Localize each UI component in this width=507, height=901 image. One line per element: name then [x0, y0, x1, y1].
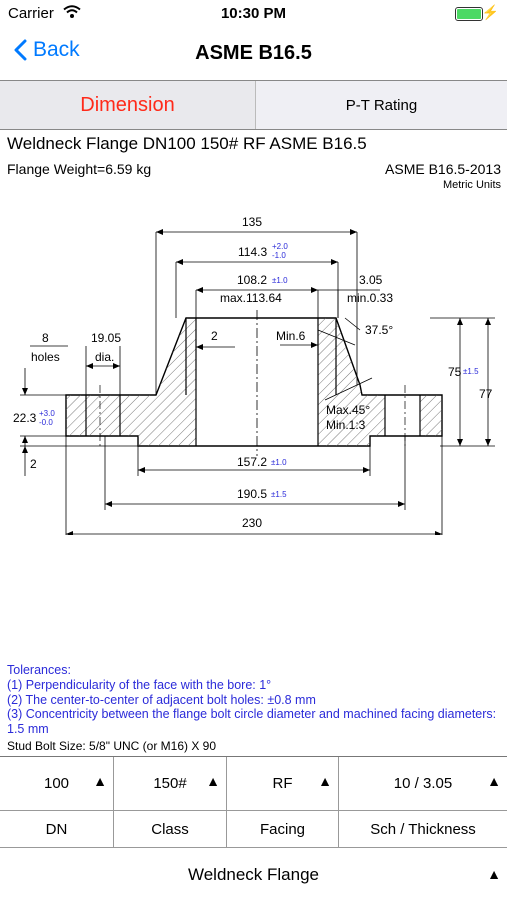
- triangle-up-icon: ▲: [487, 866, 501, 882]
- dim-min033: min.0.33: [347, 291, 393, 305]
- dim-holes-label: holes: [31, 350, 60, 364]
- flange-type-picker[interactable]: Weldneck Flange ▲: [0, 848, 507, 901]
- page-title: ASME B16.5: [195, 42, 312, 64]
- dim-305: 3.05: [359, 273, 383, 287]
- sch-value: 10 / 3.05: [393, 775, 453, 792]
- battery-icon: [455, 7, 483, 21]
- carrier-label: Carrier: [8, 5, 54, 22]
- dim-114-tol-plus: +2.0: [272, 242, 288, 251]
- hatch-left: [86, 318, 196, 446]
- facing-picker[interactable]: RF ▲: [227, 757, 339, 811]
- back-button[interactable]: Back: [14, 38, 80, 62]
- wifi-icon: [63, 5, 81, 23]
- class-label: Class: [114, 811, 227, 848]
- facing-value: RF: [272, 775, 293, 792]
- class-picker[interactable]: 150# ▲: [114, 757, 227, 811]
- dim-1572-tol: ±1.0: [271, 458, 287, 467]
- dim-230: 230: [242, 516, 262, 530]
- stud-bolt-size: Stud Bolt Size: 5/8" UNC (or M16) X 90: [7, 739, 217, 753]
- navigation-bar: Back ASME B16.5: [0, 28, 507, 80]
- charging-icon: ⚡: [481, 4, 499, 20]
- dim-holes-count: 8: [42, 331, 49, 345]
- chevron-left-icon: [14, 39, 27, 61]
- dim-114-tol-minus: -1.0: [272, 251, 286, 260]
- dim-angle-375: 37.5°: [365, 323, 393, 337]
- tolerance-3: (3) Concentricity between the flange bol…: [7, 707, 497, 737]
- flange-drawing: 135 114.3 +2.0 -1.0 108.2 ±1.0 max.113.6…: [13, 215, 495, 535]
- dim-min6: Min.6: [276, 329, 306, 343]
- dim-114: 114.3: [238, 245, 267, 259]
- dim-max113: max.113.64: [220, 291, 282, 305]
- triangle-up-icon: ▲: [487, 773, 501, 789]
- tolerances-block: Tolerances: (1) Perpendicularity of the …: [7, 663, 497, 737]
- dim-1905b-tol: ±1.5: [271, 490, 287, 499]
- dn-value: 100: [43, 775, 70, 792]
- triangle-up-icon: ▲: [206, 773, 220, 789]
- dim-max45: Max.45°: [326, 403, 370, 417]
- flange-title: Weldneck Flange DN100 150# RF ASME B16.5: [7, 134, 367, 153]
- sch-label: Sch / Thickness: [339, 811, 507, 848]
- tolerances-heading: Tolerances:: [7, 663, 71, 677]
- units-label: Metric Units: [442, 179, 501, 191]
- dim-77: 77: [479, 387, 493, 401]
- tolerance-2: (2) The center-to-center of adjacent bol…: [7, 692, 316, 707]
- dim-135: 135: [242, 215, 262, 229]
- dim-223-tol-minus: -0.0: [39, 418, 53, 427]
- dim-2b: 2: [30, 457, 37, 471]
- dim-1905b: 190.5: [237, 487, 267, 501]
- dim-108: 108.2: [237, 273, 267, 287]
- flange-type-value: Weldneck Flange: [187, 864, 320, 884]
- facing-label: Facing: [227, 811, 339, 848]
- flange-weight: Flange Weight=6.59 kg: [7, 161, 152, 177]
- dim-108-tol: ±1.0: [272, 276, 288, 285]
- hatch-flange-right: [420, 395, 442, 436]
- clock: 10:30 PM: [220, 5, 287, 22]
- hatch-flange-left: [66, 395, 86, 436]
- class-value: 150#: [153, 775, 187, 792]
- hatch-right: [318, 318, 385, 446]
- standard-label: ASME B16.5-2013: [385, 161, 501, 177]
- triangle-up-icon: ▲: [318, 773, 332, 789]
- selector-panel: 100 ▲ 150# ▲ RF ▲ 10 / 3.05 ▲ DN Class F…: [0, 756, 507, 901]
- dim-min13: Min.1:3: [326, 418, 366, 432]
- segmented-control: Dimension P-T Rating: [0, 80, 507, 130]
- dim-223-tol-plus: +3.0: [39, 409, 55, 418]
- tab-pt-rating[interactable]: P-T Rating: [345, 96, 418, 114]
- dn-picker[interactable]: 100 ▲: [0, 757, 114, 811]
- dim-75-tol: ±1.5: [463, 367, 479, 376]
- dim-2a: 2: [211, 329, 218, 343]
- dim-223: 22.3: [13, 411, 37, 425]
- dim-1905: 19.05: [91, 331, 121, 345]
- dim-dia-label: dia.: [95, 350, 114, 364]
- back-label: Back: [33, 38, 80, 61]
- dim-1572: 157.2: [237, 455, 267, 469]
- status-bar: Carrier 10:30 PM ⚡: [0, 0, 507, 28]
- triangle-up-icon: ▲: [93, 773, 107, 789]
- dim-75: 75: [448, 365, 462, 379]
- tolerance-1: (1) Perpendicularity of the face with th…: [7, 677, 272, 692]
- sch-picker[interactable]: 10 / 3.05 ▲: [339, 757, 507, 811]
- tab-dimension[interactable]: Dimension: [0, 81, 256, 129]
- dn-label: DN: [0, 811, 114, 848]
